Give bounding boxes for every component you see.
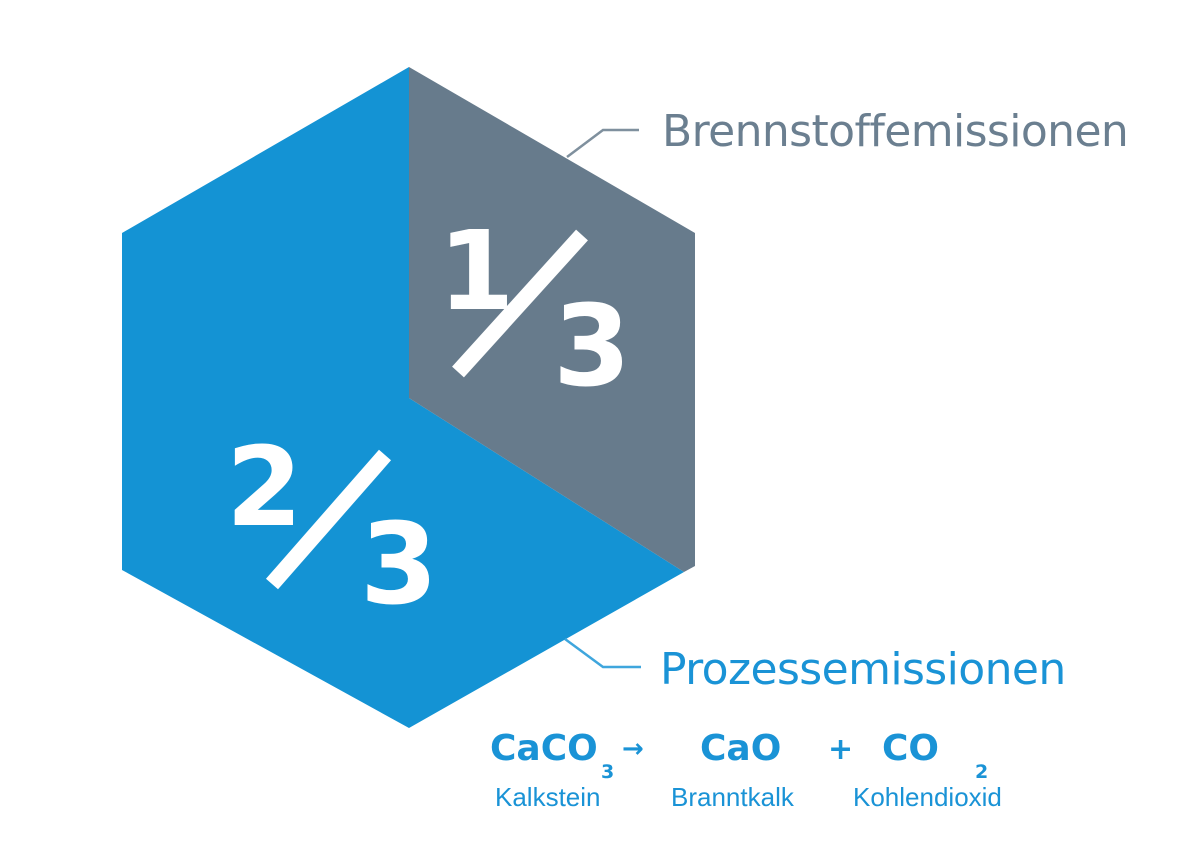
fraction-one-third: 1 3 (438, 207, 631, 412)
process-numerator: 2 (226, 423, 303, 551)
fuel-denominator: 3 (553, 282, 631, 412)
plus-sign: + (828, 732, 854, 767)
fuel-label-connector (566, 128, 639, 158)
process-label-connector (564, 637, 641, 669)
product1-formula: CaO (700, 728, 782, 769)
reactant-subscript: 3 (601, 761, 615, 783)
process-denominator: 3 (360, 500, 438, 630)
fuel-emissions-segment (409, 67, 695, 572)
fuel-emissions-label: Brennstoffemissionen (662, 106, 1129, 157)
product2-formula: CO (882, 728, 940, 769)
reactant-formula: CaCO (490, 728, 598, 769)
product1-name: Branntkalk (671, 782, 794, 812)
reaction-arrow-icon: → (622, 734, 644, 764)
fraction-two-thirds: 2 3 (226, 423, 438, 630)
fuel-fraction-slash (452, 229, 588, 378)
process-emissions-segment (122, 67, 684, 728)
process-fraction-slash (265, 449, 392, 590)
product2-subscript: 2 (975, 761, 989, 783)
product2-name: Kohlendioxid (853, 782, 1002, 812)
process-emissions-label: Prozessemissionen (660, 644, 1066, 695)
reactant-name: Kalkstein (495, 782, 601, 812)
